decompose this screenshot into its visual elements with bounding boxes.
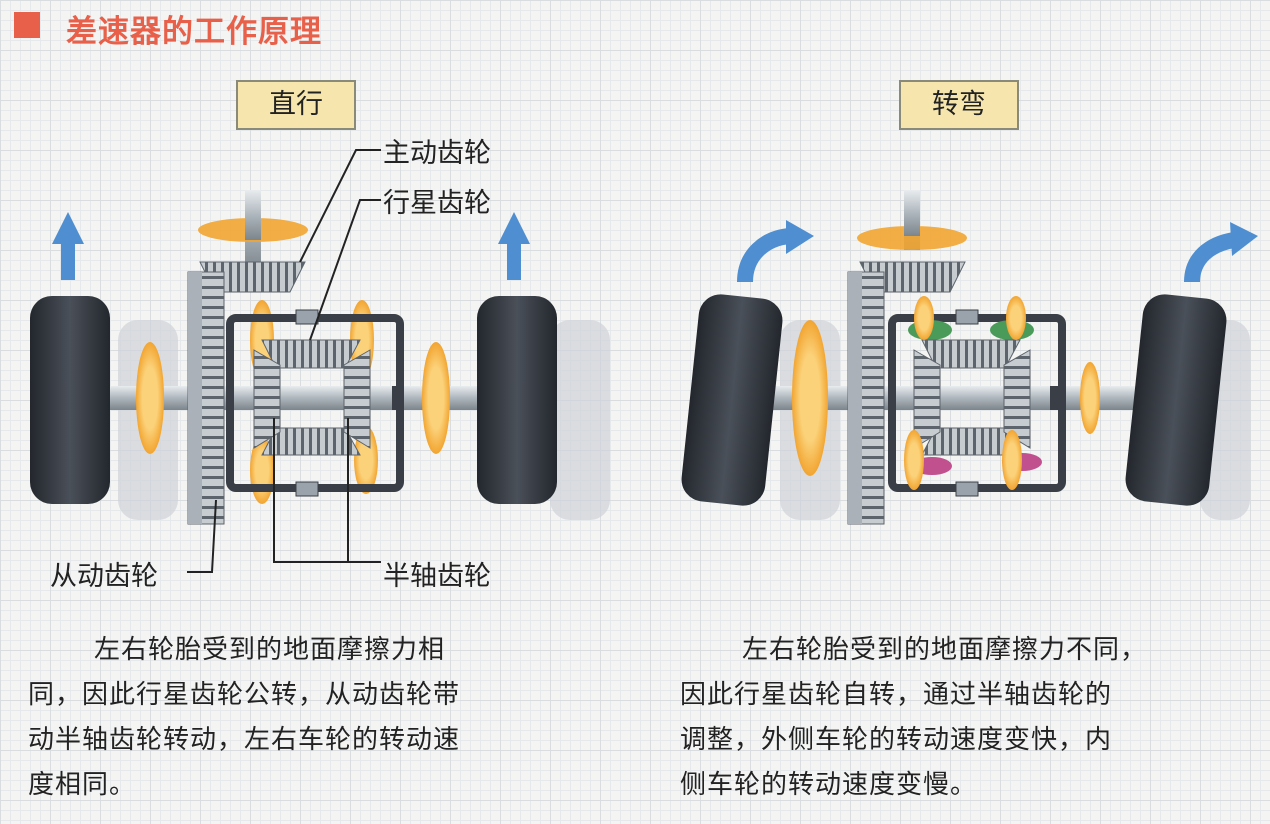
turn-tag: 转弯	[899, 80, 1019, 130]
rotation-arrow-icon	[136, 342, 164, 454]
turn-arrow-left-icon	[737, 220, 814, 283]
planet-gear-label: 行星齿轮	[383, 188, 491, 219]
turn-description-line: 调整，外侧车轮的转动速度变快，内	[680, 725, 1113, 755]
side-gear-icon	[343, 349, 371, 449]
left-wheel-icon	[30, 296, 110, 504]
drive-pinion-label: 主动齿轮	[383, 138, 491, 169]
rotation-arrow-icon	[422, 342, 450, 454]
page-title: 差速器的工作原理	[66, 14, 322, 50]
rotation-arrow-icon	[792, 320, 828, 476]
side-gear-icon	[253, 349, 281, 449]
ring-gear-label: 从动齿轮	[50, 561, 158, 592]
turn-description-line: 侧车轮的转动速度变慢。	[680, 770, 978, 800]
forward-arrow-right-icon	[498, 212, 530, 280]
forward-arrow-left-icon	[52, 212, 84, 280]
straight-description-line: 动半轴齿轮转动，左右车轮的转动速	[28, 725, 461, 755]
right-wheel-icon	[1125, 294, 1227, 506]
turn-arrow-right-icon	[1184, 222, 1258, 283]
turn-description: 左右轮胎受到的地面摩擦力不同， 因此行星齿轮自转，通过半轴齿轮的 调整，外侧车轮…	[680, 628, 1260, 808]
right-wheel-icon	[477, 296, 557, 504]
turn-description-line: 左右轮胎受到的地面摩擦力不同，	[742, 635, 1148, 665]
planet-gear-icon	[261, 427, 361, 456]
straight-description-line: 度相同。	[28, 770, 137, 800]
straight-description: 左右轮胎受到的地面摩擦力相 同，因此行星齿轮公转，从动齿轮带 动半轴齿轮转动，左…	[28, 628, 608, 808]
straight-diagram	[30, 149, 610, 573]
side-gear-label: 半轴齿轮	[383, 561, 491, 592]
left-wheel-icon	[681, 294, 783, 506]
turn-description-line: 因此行星齿轮自转，通过半轴齿轮的	[680, 680, 1113, 710]
straight-tag: 直行	[236, 80, 356, 130]
title-marker	[14, 12, 40, 38]
turn-diagram	[681, 190, 1258, 525]
straight-description-line: 同，因此行星齿轮公转，从动齿轮带	[28, 680, 461, 710]
rotation-arrow-icon	[1080, 362, 1100, 434]
straight-description-line: 左右轮胎受到的地面摩擦力相	[94, 635, 446, 665]
